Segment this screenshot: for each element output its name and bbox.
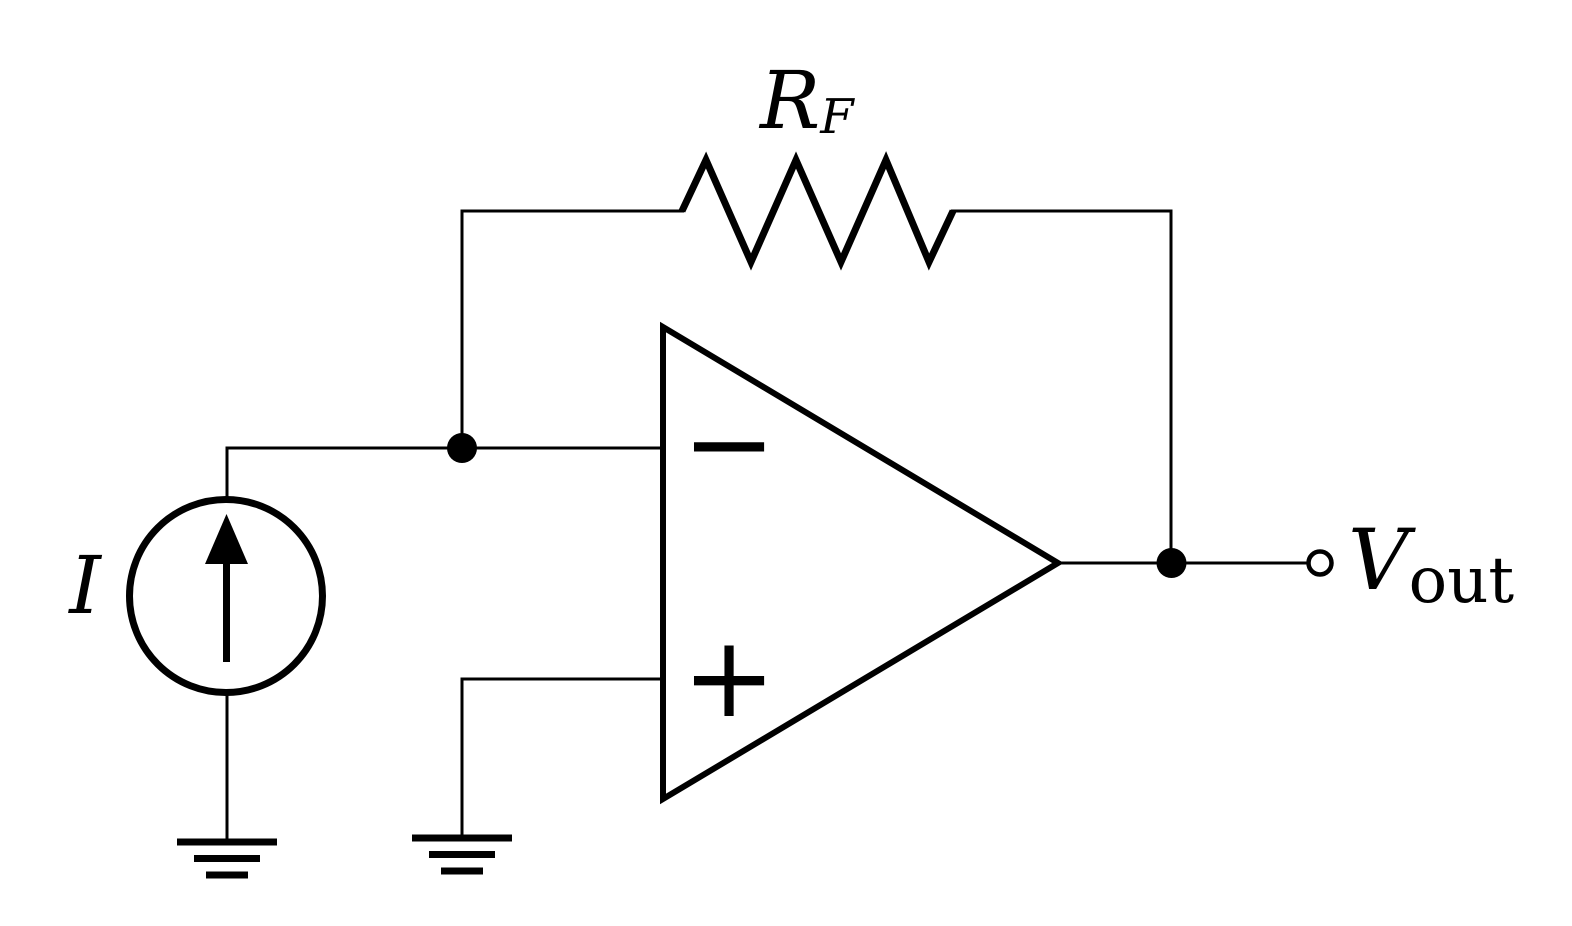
current-source-label: I bbox=[67, 539, 102, 632]
resistor-zigzag bbox=[678, 151, 957, 271]
opamp-triangle bbox=[660, 321, 1064, 805]
wire-source-to-inverting-input bbox=[225, 446, 663, 500]
wire-feedback-left bbox=[460, 209, 684, 448]
output-label-sub: out bbox=[1409, 544, 1515, 618]
current-source: I bbox=[67, 496, 326, 696]
output-label: Vout bbox=[1348, 511, 1514, 618]
ground-left bbox=[177, 838, 277, 879]
resistor-label: RF bbox=[758, 54, 855, 147]
feedback-resistor: RF bbox=[678, 54, 957, 271]
junction-dot-output bbox=[1156, 548, 1187, 578]
output-terminal: Vout bbox=[1306, 511, 1514, 618]
wires bbox=[225, 209, 1308, 842]
opamp: − + bbox=[660, 321, 1064, 805]
resistor-label-sub: F bbox=[819, 89, 855, 145]
resistor-label-base: R bbox=[758, 54, 820, 147]
opamp-inverting-label: − bbox=[682, 379, 776, 509]
output-label-base: V bbox=[1348, 511, 1416, 609]
wire-noninverting-to-ground bbox=[460, 677, 663, 838]
output-terminal-circle bbox=[1306, 549, 1334, 577]
junction-dot-inverting-input bbox=[447, 433, 477, 463]
ground-right bbox=[412, 834, 512, 875]
wire-feedback-right bbox=[951, 209, 1173, 563]
opamp-noninverting-label: + bbox=[682, 613, 776, 743]
current-source-arrow-head bbox=[205, 514, 248, 564]
